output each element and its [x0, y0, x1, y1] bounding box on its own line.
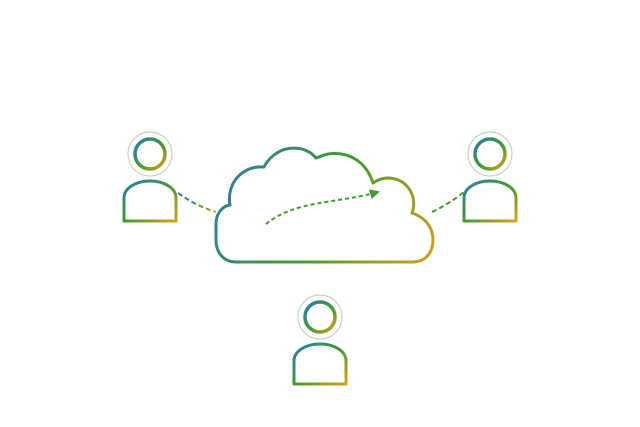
inner-arrow-icon — [265, 189, 380, 225]
cloud-icon — [214, 146, 435, 264]
user-icon-right — [462, 131, 518, 223]
user-icon-bottom — [292, 294, 348, 386]
user-icon-left — [122, 131, 178, 223]
connector-right — [431, 191, 465, 213]
connector-left — [177, 192, 217, 213]
